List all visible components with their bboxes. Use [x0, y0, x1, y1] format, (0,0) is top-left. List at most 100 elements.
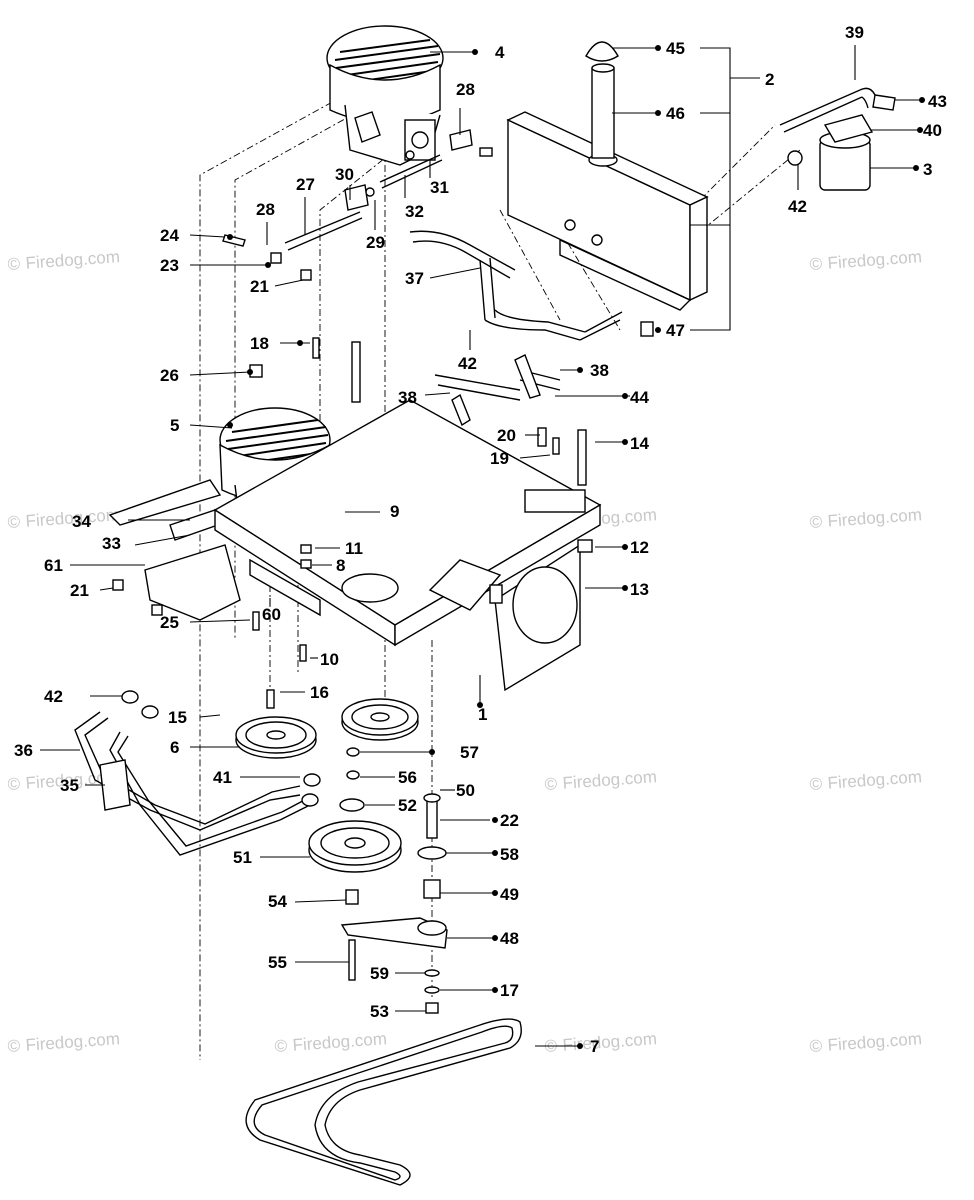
- callout-19: 19: [490, 449, 509, 468]
- callout-9: 9: [390, 502, 399, 521]
- callout-17: 17: [500, 981, 519, 1000]
- callout-38-b: 38: [398, 388, 417, 407]
- callout-55: 55: [268, 953, 287, 972]
- callout-44: 44: [630, 388, 649, 407]
- callout-56: 56: [398, 768, 417, 787]
- callout-31: 31: [430, 178, 449, 197]
- chassis-frame: [213, 399, 602, 692]
- watermark: ©Firedog.com: [809, 1029, 923, 1056]
- callout-10: 10: [320, 650, 339, 669]
- watermark: ©Firedog.com: [274, 1029, 388, 1056]
- callout-38-a: 38: [590, 361, 609, 380]
- callout-45: 45: [666, 39, 685, 58]
- watermark: ©Firedog.com: [809, 247, 923, 274]
- callout-15: 15: [168, 708, 187, 727]
- callout-59: 59: [370, 964, 389, 983]
- plate: [144, 544, 241, 621]
- callout-21-a: 21: [250, 277, 269, 296]
- callout-36: 36: [14, 741, 33, 760]
- callout-40: 40: [923, 121, 942, 140]
- callout-58: 58: [500, 845, 519, 864]
- callout-11: 11: [345, 539, 363, 558]
- watermark-text: Firedog.com: [827, 247, 923, 273]
- callout-29: 29: [366, 233, 385, 252]
- callout-48: 48: [500, 929, 519, 948]
- callout-28-a: 28: [256, 200, 275, 219]
- oil-filter: [779, 87, 896, 191]
- callout-47: 47: [666, 321, 685, 340]
- hoses-upper: [409, 230, 623, 427]
- watermark-text: Firedog.com: [562, 1029, 658, 1055]
- watermark-text: Firedog.com: [25, 1029, 121, 1055]
- callout-13: 13: [630, 580, 649, 599]
- watermark-text: Firedog.com: [827, 505, 923, 531]
- callout-28-b: 28: [456, 80, 475, 99]
- idler-arm: [340, 793, 448, 1014]
- callout-49: 49: [500, 885, 519, 904]
- cooling-fins: [334, 39, 441, 84]
- callout-52: 52: [398, 796, 417, 815]
- callout-42-b: 42: [458, 354, 477, 373]
- leader-lines: [40, 45, 925, 1047]
- transmission-upper: [326, 25, 444, 166]
- callout-24: 24: [160, 226, 179, 245]
- hoses-lower: [74, 690, 321, 856]
- callout-20: 20: [497, 426, 516, 445]
- callout-7: 7: [590, 1037, 599, 1056]
- callout-51: 51: [233, 848, 252, 867]
- callout-27: 27: [296, 175, 315, 194]
- watermark-text: Firedog.com: [562, 767, 658, 793]
- hydraulic-tank: [506, 41, 709, 337]
- watermark-symbol: ©: [809, 254, 823, 274]
- leader-dots: [227, 45, 925, 1049]
- callout-41: 41: [213, 768, 232, 787]
- callout-1: 1: [478, 705, 487, 724]
- callout-14: 14: [630, 434, 649, 453]
- callout-35: 35: [60, 776, 79, 795]
- callout-25: 25: [160, 613, 179, 632]
- cooling-fins: [225, 419, 329, 465]
- callout-2: 2: [765, 70, 774, 89]
- callout-53: 53: [370, 1002, 389, 1021]
- callout-42-a: 42: [788, 197, 807, 216]
- pulleys: [235, 698, 419, 905]
- watermark-text: Firedog.com: [827, 1029, 923, 1055]
- callout-46: 46: [666, 104, 685, 123]
- watermark-symbol: ©: [809, 1036, 823, 1056]
- watermark-symbol: ©: [544, 774, 558, 794]
- callout-37: 37: [405, 269, 424, 288]
- callout-39: 39: [845, 23, 864, 42]
- callout-32: 32: [405, 202, 424, 221]
- callout-6: 6: [170, 738, 179, 757]
- callout-labels: 1 2 3 4 5 6 7 8 9 10 11 12 13 14 15 16 1…: [14, 23, 947, 1056]
- watermark-symbol: ©: [7, 512, 21, 532]
- callout-33: 33: [102, 534, 121, 553]
- callout-23: 23: [160, 256, 179, 275]
- callout-42-c: 42: [44, 687, 63, 706]
- fasteners: [112, 129, 593, 709]
- callout-30: 30: [335, 165, 354, 184]
- callout-22: 22: [500, 811, 519, 830]
- watermark-symbol: ©: [809, 774, 823, 794]
- callout-60: 60: [262, 605, 281, 624]
- watermark: ©Firedog.com: [809, 505, 923, 532]
- callout-21-b: 21: [70, 581, 89, 600]
- callout-34: 34: [72, 512, 91, 531]
- watermark-text: Firedog.com: [25, 247, 121, 273]
- callout-16: 16: [310, 683, 329, 702]
- callout-43: 43: [928, 92, 947, 111]
- callout-5: 5: [170, 416, 179, 435]
- callout-3: 3: [923, 160, 932, 179]
- callout-50: 50: [456, 781, 475, 800]
- watermark: ©Firedog.com: [809, 767, 923, 794]
- callout-12: 12: [630, 538, 649, 557]
- watermark: ©Firedog.com: [544, 1029, 658, 1056]
- callout-4: 4: [495, 43, 505, 62]
- callout-54: 54: [268, 892, 287, 911]
- callout-26: 26: [160, 366, 179, 385]
- watermark-symbol: ©: [7, 1036, 21, 1056]
- watermark-text: Firedog.com: [827, 767, 923, 793]
- callout-61: 61: [44, 556, 63, 575]
- drive-belt: [245, 1018, 522, 1186]
